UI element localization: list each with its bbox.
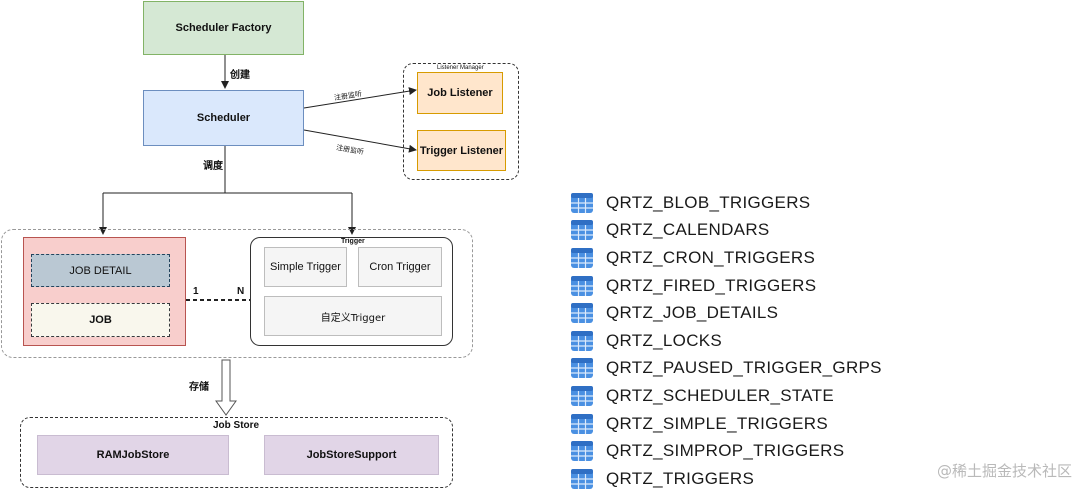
scheduler-box: Scheduler: [143, 90, 304, 146]
database-table-icon: [570, 330, 594, 352]
table-name: QRTZ_CRON_TRIGGERS: [606, 247, 816, 267]
table-row: QRTZ_CALENDARS: [570, 217, 882, 245]
trigger-listener-box: Trigger Listener: [417, 130, 506, 171]
table-row: QRTZ_SCHEDULER_STATE: [570, 382, 882, 410]
ram-job-store-box: RAMJobStore: [37, 435, 229, 475]
table-name: QRTZ_FIRED_TRIGGERS: [606, 275, 817, 295]
table-name: QRTZ_SCHEDULER_STATE: [606, 385, 834, 405]
ram-job-store-label: RAMJobStore: [96, 449, 170, 461]
trigger-listener-arrow: [303, 129, 417, 153]
dispatch-label: 调度: [203, 161, 223, 172]
job-store-label: Job Store: [213, 420, 260, 431]
table-row: QRTZ_FIRED_TRIGGERS: [570, 272, 882, 300]
trigger-group-label: Trigger: [341, 238, 365, 245]
ratio-n: N: [237, 286, 245, 297]
database-table-icon: [570, 468, 594, 490]
database-table-icon: [570, 413, 594, 435]
store-label: 存储: [189, 382, 209, 393]
job-listener-box: Job Listener: [417, 72, 503, 114]
job-box: JOB: [31, 303, 170, 337]
table-name: QRTZ_SIMPLE_TRIGGERS: [606, 413, 829, 433]
custom-trigger-label: 自定义Trigger: [320, 312, 386, 324]
scheduler-label: Scheduler: [196, 112, 251, 124]
job-detail-label: JOB DETAIL: [69, 264, 132, 277]
listener-manager-group: [403, 63, 519, 180]
trigger-listener-label: Trigger Listener: [419, 144, 504, 157]
table-name: QRTZ_JOB_DETAILS: [606, 303, 779, 323]
cron-trigger-box: Cron Trigger: [358, 247, 442, 287]
database-table-icon: [570, 302, 594, 324]
simple-trigger-label: Simple Trigger: [270, 261, 341, 273]
ratio-one: 1: [193, 286, 199, 297]
table-name: QRTZ_TRIGGERS: [606, 468, 755, 488]
database-table-icon: [570, 440, 594, 462]
table-row: QRTZ_PAUSED_TRIGGER_GRPS: [570, 355, 882, 383]
create-label: 创建: [230, 70, 250, 81]
table-row: QRTZ_TRIGGERS: [570, 465, 882, 493]
cron-trigger-label: Cron Trigger: [369, 261, 431, 273]
listener-manager-label: Listener Manager: [437, 65, 484, 71]
table-row: QRTZ_SIMPROP_TRIGGERS: [570, 437, 882, 465]
job-store-support-label: JobStoreSupport: [306, 449, 397, 461]
table-name: QRTZ_BLOB_TRIGGERS: [606, 192, 811, 212]
job-trigger-group: [1, 229, 473, 358]
table-row: QRTZ_BLOB_TRIGGERS: [570, 189, 882, 217]
table-row: QRTZ_LOCKS: [570, 327, 882, 355]
scheduler-factory-label: Scheduler Factory: [175, 22, 272, 34]
table-row: QRTZ_JOB_DETAILS: [570, 299, 882, 327]
scheduler-factory-box: Scheduler Factory: [143, 1, 304, 55]
database-table-icon: [570, 357, 594, 379]
database-table-icon: [570, 247, 594, 269]
table-name: QRTZ_LOCKS: [606, 330, 723, 350]
database-table-icon: [570, 275, 594, 297]
job-store-support-box: JobStoreSupport: [264, 435, 439, 475]
table-name: QRTZ_SIMPROP_TRIGGERS: [606, 441, 845, 461]
table-row: QRTZ_SIMPLE_TRIGGERS: [570, 410, 882, 438]
job-label: JOB: [89, 314, 112, 326]
job-listener-arrow: [303, 87, 417, 109]
table-name: QRTZ_CALENDARS: [606, 220, 770, 240]
table-row: QRTZ_CRON_TRIGGERS: [570, 244, 882, 272]
store-arrow: [215, 359, 237, 416]
table-name: QRTZ_PAUSED_TRIGGER_GRPS: [606, 358, 882, 378]
database-table-icon: [570, 192, 594, 214]
job-detail-box: JOB DETAIL: [31, 254, 170, 287]
database-table-icon: [570, 385, 594, 407]
database-table-icon: [570, 219, 594, 241]
table-list: QRTZ_BLOB_TRIGGERS QRTZ_CALENDARS QRTZ_CRO…: [570, 189, 882, 493]
custom-trigger-box: 自定义Trigger: [264, 296, 442, 336]
simple-trigger-box: Simple Trigger: [264, 247, 347, 287]
watermark: @稀土掘金技术社区: [936, 462, 1072, 480]
job-listener-label: Job Listener: [427, 87, 493, 99]
job-store-group: [20, 417, 453, 488]
